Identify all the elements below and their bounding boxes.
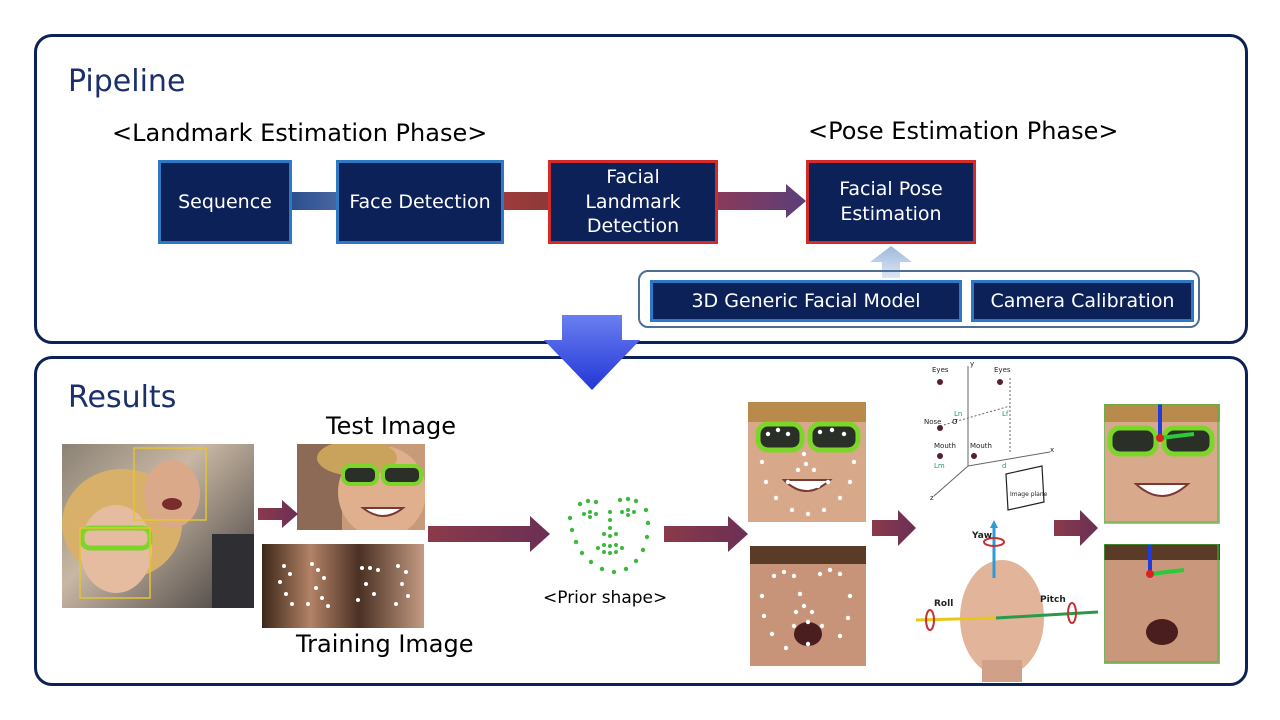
- pipeline-title: Pipeline: [68, 64, 186, 99]
- arrow-to-prior: [428, 516, 550, 552]
- axis-eyes-left: Eyes: [932, 366, 949, 374]
- prior-shape-landmarks: [567, 496, 651, 575]
- head-pose-axes: Yaw Roll Pitch: [915, 520, 1099, 682]
- generic-facial-model-box: 3D Generic Facial Model: [650, 280, 962, 322]
- face-axis-diagram: Eyes Eyes Nose Mouth Mouth y x z Image p…: [924, 360, 1054, 511]
- roll-label: Roll: [934, 599, 953, 609]
- prior-shape-label: <Prior shape>: [543, 588, 668, 608]
- results-title: Results: [68, 380, 177, 415]
- up-arrow-model-to-pose: [870, 246, 912, 278]
- training-image-label: Training Image: [296, 630, 474, 658]
- arrow-landmark-pose: [718, 184, 806, 218]
- model-inputs-group: [638, 270, 1200, 328]
- axis-y: y: [970, 360, 974, 368]
- axis-sigma: σ: [952, 417, 958, 427]
- axis-eyes-right: Eyes: [994, 366, 1011, 374]
- arrow-input-to-test: [258, 500, 298, 528]
- axis-lm: Lm: [934, 462, 945, 470]
- axis-lf: Lf: [1002, 410, 1009, 418]
- arrow-landmarks-to-model: [872, 510, 916, 546]
- yaw-label: Yaw: [971, 531, 992, 541]
- pitch-label: Pitch: [1040, 595, 1066, 605]
- landmark-result-2: [750, 546, 866, 666]
- arrow-model-to-pose: [1054, 510, 1098, 546]
- test-image-label: Test Image: [326, 412, 457, 440]
- landmark-result-1: [748, 402, 866, 522]
- pose-result-1: [1104, 404, 1220, 524]
- test-image: [297, 444, 425, 530]
- connector-seq-face: [292, 192, 338, 210]
- landmark-detection-box: Facial Landmark Detection: [548, 160, 718, 244]
- axis-x: x: [1050, 446, 1054, 454]
- face-detection-box: Face Detection: [336, 160, 504, 244]
- connector-face-landmark: [504, 192, 552, 210]
- axis-nose: Nose: [924, 418, 941, 426]
- pose-estimation-box: Facial Pose Estimation: [806, 160, 976, 244]
- axis-mouth-left: Mouth: [934, 442, 956, 450]
- axis-z: z: [930, 494, 934, 502]
- training-image: [262, 544, 424, 628]
- axis-image-plane: Image plane: [1010, 491, 1048, 498]
- axis-d: d: [1002, 462, 1006, 470]
- arrow-prior-to-landmarks: [664, 516, 748, 552]
- camera-calibration-box: Camera Calibration: [971, 280, 1194, 322]
- axis-mouth-center: Mouth: [970, 442, 992, 450]
- pose-phase-label: <Pose Estimation Phase>: [808, 117, 1119, 145]
- sequence-box: Sequence: [158, 160, 292, 244]
- axis-ln: Ln: [954, 410, 962, 418]
- pose-result-2: [1104, 544, 1220, 664]
- landmark-phase-label: <Landmark Estimation Phase>: [112, 119, 488, 147]
- input-photo: [62, 444, 254, 608]
